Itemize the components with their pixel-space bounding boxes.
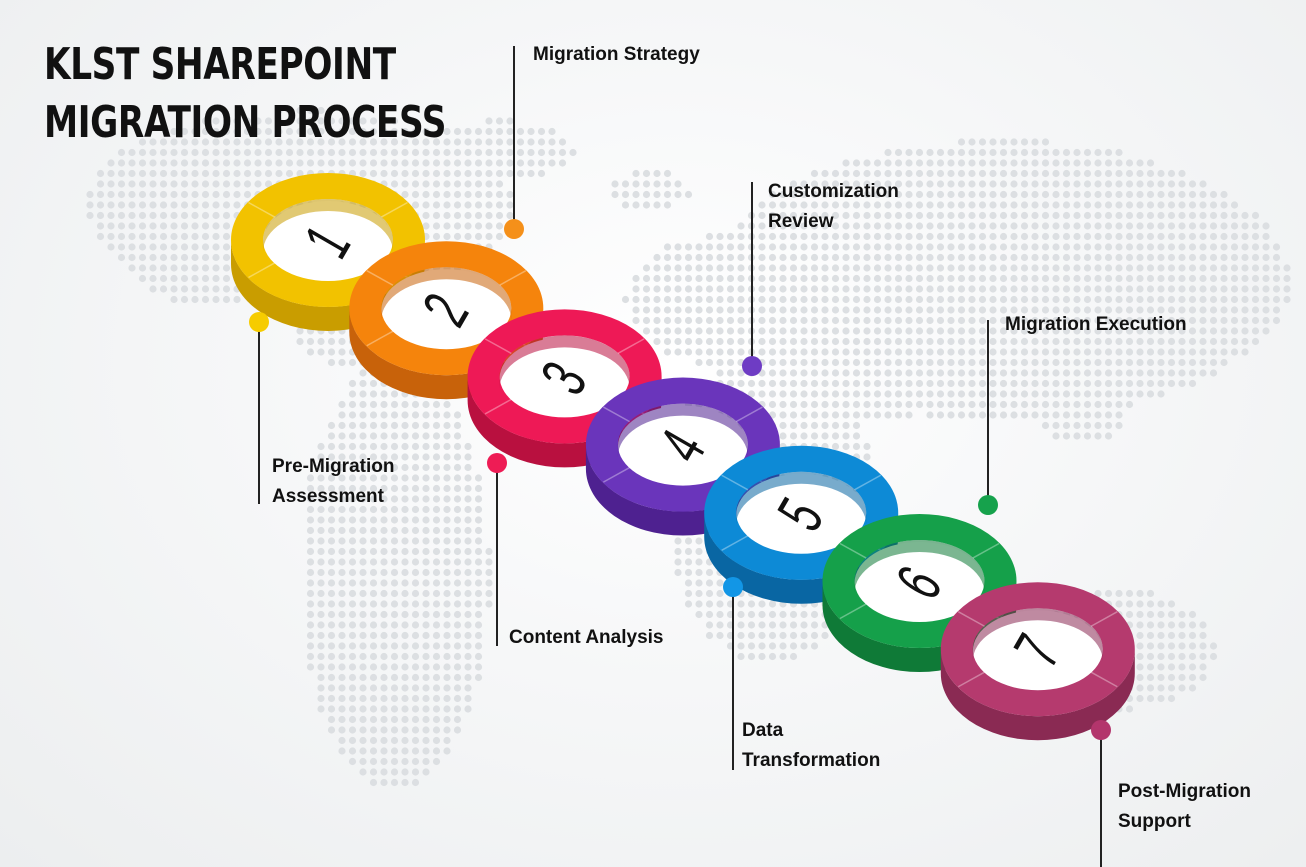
ring-side-7: [940, 649, 1135, 741]
ring-top-7: [940, 582, 1135, 717]
step-7-connector: [1100, 729, 1102, 867]
ring-center-3: [499, 337, 630, 420]
ring-center-5: [736, 473, 867, 556]
ring-center-6: [854, 542, 985, 624]
step-6-label: Migration Execution: [1005, 314, 1187, 335]
step-2-dot: [504, 219, 524, 239]
step-5-dot: [723, 577, 743, 597]
step-5-connector: [732, 586, 734, 770]
step-6-connector: [987, 320, 989, 505]
step-2-label: Migration Strategy: [533, 44, 700, 65]
ring-center-2: [381, 269, 512, 352]
step-7-dot: [1091, 720, 1111, 740]
step-1-connector: [258, 322, 260, 504]
ring-step-7: 7: [940, 582, 1135, 741]
title-line-2: MIGRATION PROCESS: [44, 97, 447, 148]
step-4-connector: [751, 182, 753, 365]
page-title: KLST SHAREPOINT MIGRATION PROCESS: [44, 36, 446, 152]
ring-center-4: [617, 405, 748, 488]
step-2-connector: [513, 46, 515, 228]
step-6-dot: [978, 495, 998, 515]
step-4-dot: [742, 356, 762, 376]
step-3-connector: [496, 463, 498, 646]
step-3-label: Content Analysis: [509, 627, 664, 648]
step-1-dot: [249, 312, 269, 332]
title-line-1: KLST SHAREPOINT: [44, 39, 396, 90]
ring-center-1: [263, 201, 393, 283]
step-3-dot: [487, 453, 507, 473]
ring-center-7: [972, 610, 1103, 693]
